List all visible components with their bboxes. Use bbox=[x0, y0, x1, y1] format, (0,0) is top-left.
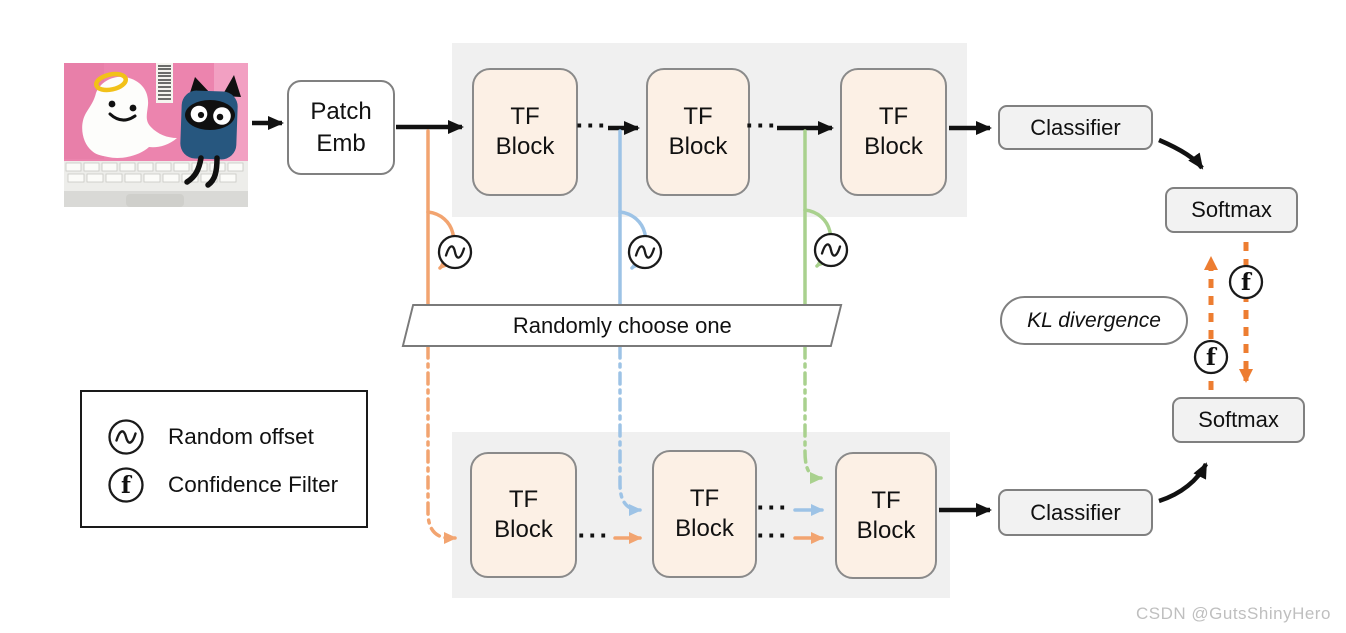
classifier-label: Classifier bbox=[1030, 499, 1121, 525]
confidence-filter-icon-right: f bbox=[1228, 264, 1264, 300]
f-glyph: f bbox=[1206, 344, 1218, 371]
halo bbox=[93, 71, 129, 93]
kl-divergence-node: KL divergence bbox=[1000, 296, 1188, 345]
random-offset-label: Random offset bbox=[168, 424, 314, 449]
confidence-filter-icon: f bbox=[108, 467, 144, 503]
random-offset-icon-blue bbox=[627, 234, 663, 270]
legend-box: Random offset f Confidence Filter bbox=[80, 390, 368, 528]
barcode bbox=[156, 63, 173, 103]
ellipsis-bottom-2: ··· bbox=[756, 492, 790, 523]
softmax-label: Softmax bbox=[1191, 197, 1272, 222]
randomly-choose-one-label: Randomly choose one bbox=[512, 312, 732, 338]
orange-arrow-to-tf1b bbox=[426, 345, 457, 544]
arrow-classifier-to-softmax-bottom bbox=[1158, 462, 1209, 504]
tf-block-bottom-2: TF Block bbox=[652, 450, 757, 578]
legend-item-confidence-filter: f Confidence Filter bbox=[106, 461, 366, 509]
tf-block-top-3: TF Block bbox=[840, 68, 947, 196]
tf-block-top-1: TF Block bbox=[472, 68, 578, 196]
tf-block-label: TF Block bbox=[494, 486, 553, 543]
random-offset-icon bbox=[108, 419, 144, 455]
random-offset-icon-green bbox=[813, 232, 849, 268]
classifier-label: Classifier bbox=[1030, 114, 1121, 140]
keyboard bbox=[64, 161, 248, 207]
softmax-label: Softmax bbox=[1198, 407, 1279, 432]
tf-block-label: TF Block bbox=[495, 103, 555, 160]
patch-emb-label: Patch Emb bbox=[310, 98, 372, 157]
softmax-bottom-node: Softmax bbox=[1172, 397, 1305, 443]
f-glyph: f bbox=[1241, 269, 1253, 296]
patch-emb-node: Patch Emb bbox=[287, 80, 395, 175]
ellipsis-bottom-1: ··· bbox=[577, 520, 611, 551]
random-offset-icon-orange bbox=[437, 234, 473, 270]
tf-block-label: TF Block bbox=[675, 485, 734, 542]
tf-block-label: TF Block bbox=[668, 103, 728, 160]
f-glyph: f bbox=[121, 472, 133, 499]
input-image bbox=[64, 63, 248, 212]
tf-block-bottom-1: TF Block bbox=[470, 452, 577, 578]
softmax-top-node: Softmax bbox=[1165, 187, 1298, 233]
blue-offset-loop-arrow bbox=[618, 210, 648, 270]
confidence-filter-label: Confidence Filter bbox=[168, 472, 339, 497]
classifier-top-node: Classifier bbox=[998, 105, 1153, 150]
watermark: CSDN @GutsShinyHero bbox=[1136, 604, 1331, 623]
plush-toys-photo bbox=[64, 63, 248, 207]
kl-divergence-label: KL divergence bbox=[1027, 308, 1161, 332]
green-offset-loop-arrow bbox=[803, 208, 833, 268]
tf-block-label: TF Block bbox=[856, 486, 916, 544]
randomly-choose-one-node: Randomly choose one bbox=[401, 304, 843, 347]
cat-plush bbox=[180, 75, 241, 188]
confidence-filter-icon-left: f bbox=[1193, 339, 1229, 375]
tf-block-label: TF Block bbox=[864, 103, 923, 160]
orange-offset-loop-arrow bbox=[426, 210, 456, 270]
ellipsis-bottom-3: ··· bbox=[756, 520, 790, 551]
ghost-plush bbox=[82, 71, 177, 158]
tf-block-bottom-3: TF Block bbox=[835, 452, 937, 579]
classifier-bottom-node: Classifier bbox=[998, 489, 1153, 536]
tf-block-top-2: TF Block bbox=[646, 68, 750, 196]
ellipsis-top-1: ··· bbox=[575, 110, 609, 141]
arrow-classifier-to-softmax-top bbox=[1158, 137, 1204, 170]
legend-item-random-offset: Random offset bbox=[106, 413, 366, 461]
ellipsis-top-2: ··· bbox=[745, 110, 779, 141]
